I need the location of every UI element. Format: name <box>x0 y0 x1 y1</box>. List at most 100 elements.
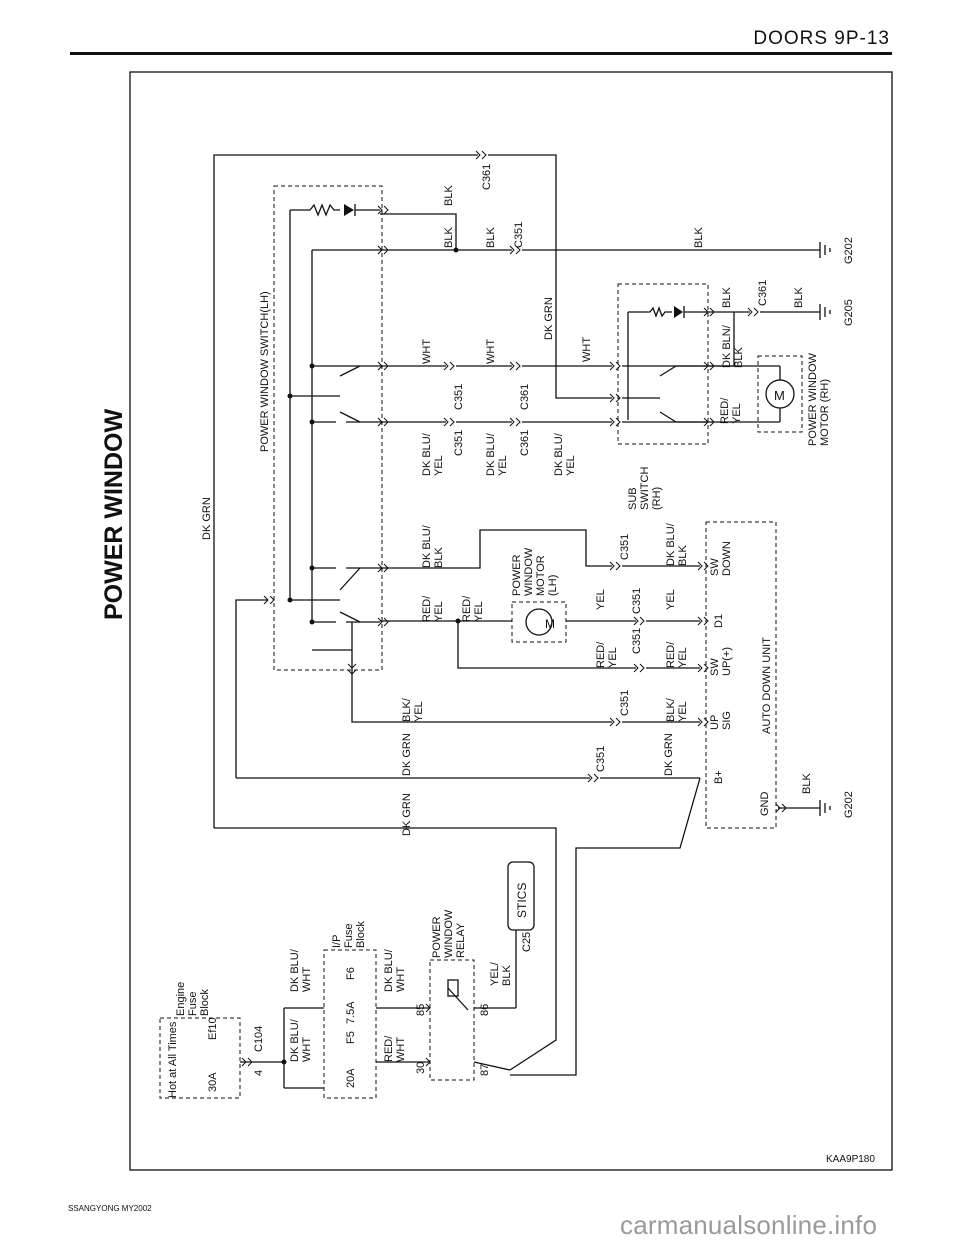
wire-blk-led <box>380 213 457 250</box>
dk-blu-wht-label: DK BLU/ <box>289 1018 301 1062</box>
header-rule <box>70 52 892 55</box>
blk-label: BLK <box>443 185 455 206</box>
yel-blk-label: BLK <box>501 965 513 986</box>
footer-watermark: carmanualsonline.info <box>620 1210 878 1240</box>
wire-dk-grn-subswitch <box>488 154 612 399</box>
ip-fuse-block-label: Block <box>355 921 367 948</box>
wire-red-yel <box>380 620 636 669</box>
red-yel-label: YEL <box>607 647 619 668</box>
engine-fuse-block-label: Fuse <box>187 992 199 1016</box>
c361-label: C361 <box>519 384 531 410</box>
dk-blu-wht-label: DK BLU/ <box>289 948 301 992</box>
main-switch-label: POWER WINDOW SWITCH(LH) <box>259 291 271 452</box>
c361-label: C361 <box>519 430 531 456</box>
relay-label: RELAY <box>455 922 467 958</box>
dk-blu-yel-label: DK BLU/ <box>421 432 433 476</box>
stics-label: STICS <box>515 883 529 918</box>
unit-pin-up-sig: UP <box>709 715 721 730</box>
c351-label: C351 <box>619 690 631 716</box>
red-yel-label: RED/ <box>665 641 677 668</box>
engine-fuse-block-label: Block <box>199 989 211 1016</box>
dk-blu-yel-label: DK BLU/ <box>485 432 497 476</box>
dk-blu-blk-label: BLK <box>677 545 689 566</box>
dk-blu-wht-label: WHT <box>301 1037 313 1062</box>
sub-switch-label: (RH) <box>651 487 663 510</box>
c351-label: C351 <box>595 746 607 772</box>
footer-brand: SSANGYONG MY2002 <box>68 1204 152 1213</box>
dk-grn-label: DK GRN <box>401 733 413 776</box>
red-yel-label: RED/ <box>719 397 731 424</box>
c351-label: C351 <box>453 384 465 410</box>
unit-pin-sw-up: SW <box>709 658 721 676</box>
red-yel-label: YEL <box>731 403 743 424</box>
c351-label: C351 <box>453 430 465 456</box>
ground-g205 <box>819 304 831 320</box>
motor-lh <box>511 601 567 643</box>
dk-blu-yel-label: YEL <box>433 455 445 476</box>
connector-marks <box>241 150 787 1067</box>
sub-switch-label: SUB <box>627 487 639 510</box>
diagram-code: KAA9P180 <box>826 1154 875 1165</box>
auto-down-unit-box <box>705 521 777 829</box>
ip-fuse-block-label: I/P <box>331 935 343 948</box>
red-yel-label: YEL <box>473 601 485 622</box>
yel-label: YEL <box>595 589 607 610</box>
c351-label: C351 <box>619 534 631 560</box>
wire-dk-grn-relay-87 <box>214 827 557 1071</box>
motor-rh-symbol: M <box>774 388 785 403</box>
dk-grn-label: DK GRN <box>663 733 675 776</box>
red-yel-label: YEL <box>677 647 689 668</box>
dk-blu-wht-label: DK BLU/ <box>383 948 395 992</box>
dk-bln-blk-label: DK BLN/ <box>721 324 733 368</box>
dk-blu-blk-label: BLK <box>433 547 445 568</box>
wht-label: WHT <box>581 337 593 362</box>
sub-switch-internals <box>622 306 706 423</box>
dk-grn-label: DK GRN <box>201 497 213 540</box>
relay-pin-30: 30 <box>415 1062 427 1074</box>
blk-yel-label: BLK/ <box>665 697 677 722</box>
c25-label: C25 <box>521 932 533 952</box>
dk-blu-yel-label: YEL <box>497 455 509 476</box>
unit-pin-b-plus: B+ <box>713 770 725 784</box>
dk-blu-blk-label: DK BLU/ <box>421 524 433 568</box>
blk-yel-label: BLK/ <box>401 697 413 722</box>
dk-blu-yel-label: YEL <box>565 455 577 476</box>
yel-blk-label: YEL/ <box>489 961 501 986</box>
motor-lh-label: (LH) <box>547 575 559 596</box>
c104-pin-label: 4 <box>253 1070 265 1076</box>
page-header-title: DOORS 9P-13 <box>753 28 890 49</box>
auto-down-unit-label: AUTO DOWN UNIT <box>761 637 773 734</box>
blk-label: BLK <box>801 773 813 794</box>
blk-yel-label: YEL <box>677 701 689 722</box>
fuse-relay-section <box>159 861 535 1099</box>
blk-label: BLK <box>693 227 705 248</box>
ground-g202-bottom <box>819 800 831 816</box>
motor-rh-label: MOTOR (RH) <box>819 379 831 446</box>
wire-dk-blu-blk <box>380 529 612 569</box>
ground-g202-top <box>819 242 831 258</box>
relay-label: POWER <box>431 916 443 958</box>
wire-blk-yel <box>351 690 612 723</box>
blk-label: BLK <box>485 227 497 248</box>
hot-at-all-times-label: Hot at All Times <box>167 1021 179 1098</box>
dk-grn-label: DK GRN <box>543 297 555 340</box>
wire-unit-b-plus <box>510 777 701 1076</box>
ground-g202-label: G202 <box>843 237 855 264</box>
main-switch-box <box>273 185 383 671</box>
c361-label: C361 <box>481 164 493 190</box>
red-wht-label: RED/ <box>383 1035 395 1062</box>
main-switch-internals <box>281 203 461 1065</box>
red-yel-label: YEL <box>433 601 445 622</box>
wire-dk-bln-blk <box>706 312 735 367</box>
f6-label: F6 <box>345 967 357 980</box>
blk-yel-label: YEL <box>413 701 425 722</box>
ip-fuse-block-label: Fuse <box>343 924 355 948</box>
unit-pin-sw-down: SW <box>709 558 721 576</box>
unit-pin-gnd: GND <box>759 792 771 817</box>
relay-pin-86: 86 <box>479 1004 491 1016</box>
f5-label: F5 <box>345 1031 357 1044</box>
dk-grn-label: DK GRN <box>401 793 413 836</box>
relay-pin-87: 87 <box>479 1064 491 1076</box>
motor-rh <box>757 355 803 433</box>
diagram-frame <box>129 71 893 1171</box>
